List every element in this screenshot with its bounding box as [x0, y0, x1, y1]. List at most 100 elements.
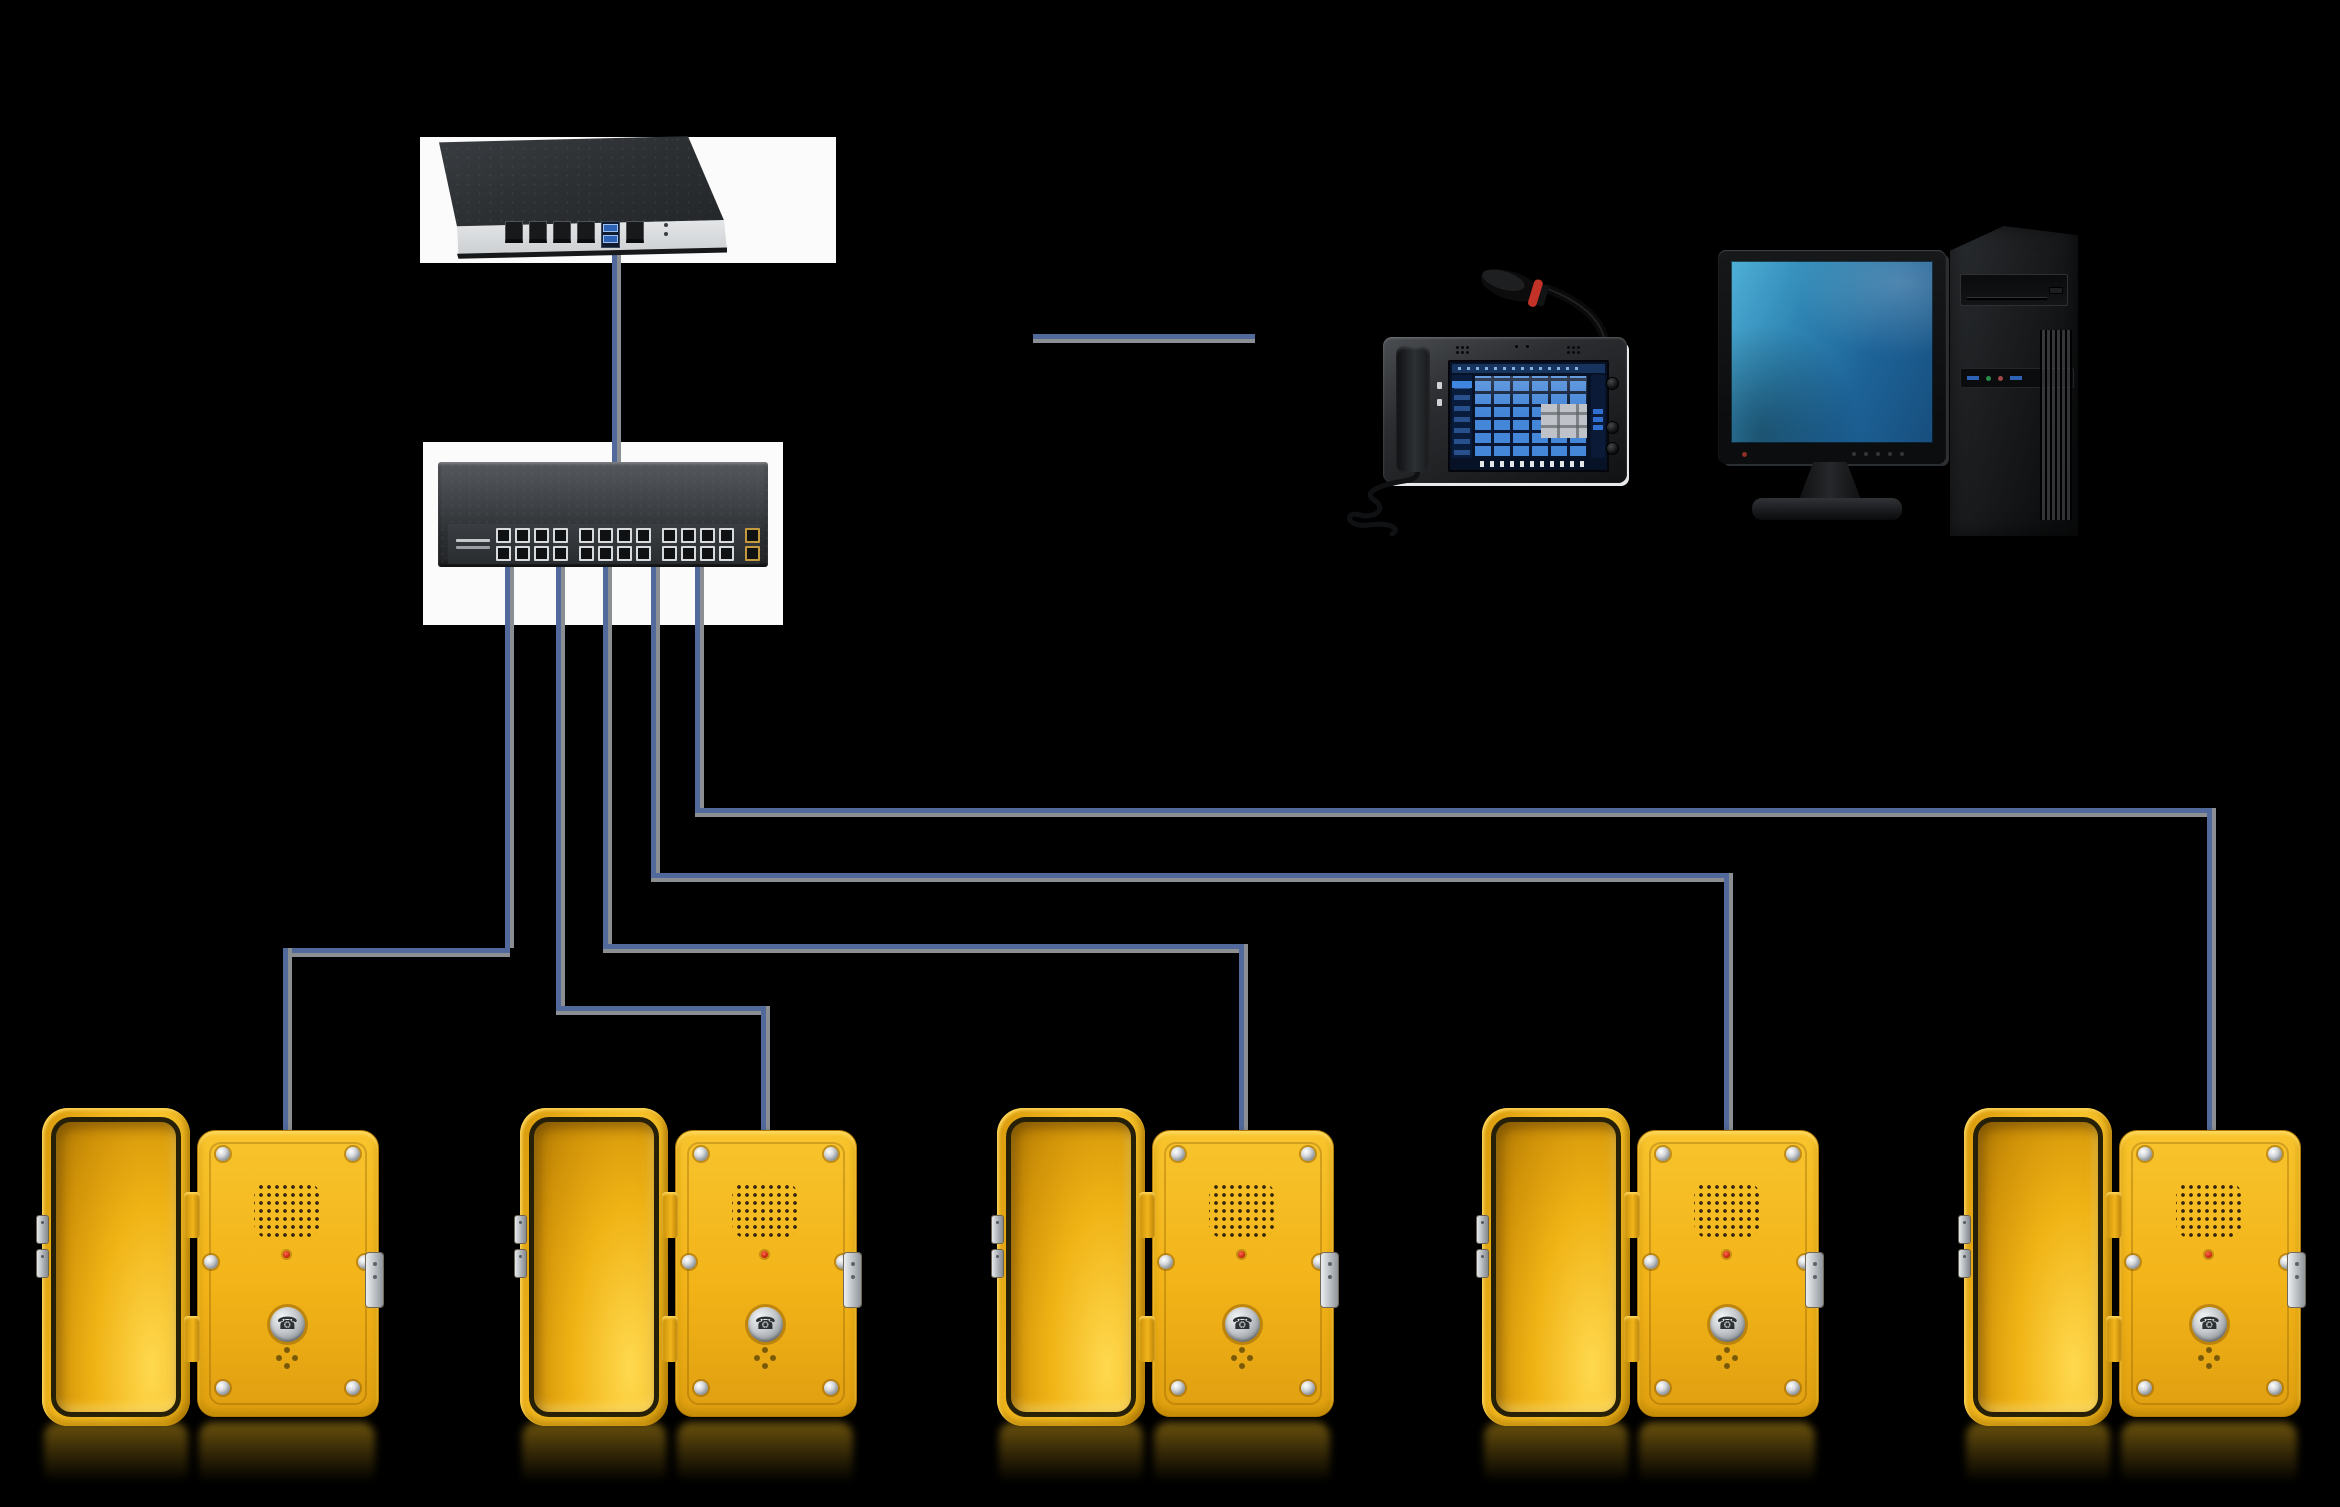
cover-latch-plate: [37, 1250, 48, 1277]
cover-latch-plate: [1477, 1216, 1488, 1243]
usb-ports-icon: [601, 221, 620, 248]
cable-switch-to-telephone-5-drop: [695, 556, 700, 808]
cable-switch-to-telephone-2-drop: [556, 556, 561, 1006]
cable-switch-to-telephone-4-drop: [651, 556, 656, 873]
tower-vent-grille: [2040, 330, 2072, 520]
weatherproof-telephone-4: ☎: [1477, 1100, 1823, 1495]
cable-switch-to-telephone-1-tail: [283, 948, 288, 1132]
screw-icon: [1301, 1381, 1315, 1395]
cover-inner-recess: [51, 1117, 181, 1417]
screw-icon: [1171, 1147, 1185, 1161]
console-camera-dots: [1514, 344, 1530, 349]
screw-icon: [1786, 1147, 1800, 1161]
cable-switch-to-telephone-4-run: [651, 873, 1729, 878]
hinge-icon: [2106, 1316, 2122, 1362]
cable-switch-to-telephone-1-run: [283, 948, 510, 953]
cover-latch: [844, 1253, 861, 1307]
speaker-grille: [732, 1181, 798, 1239]
switch-logo-marks: [448, 539, 490, 549]
screw-icon: [1656, 1381, 1670, 1395]
screen-sidebar-menu: [1452, 375, 1472, 458]
status-led: [283, 1251, 290, 1258]
cable-switch-to-telephone-4-tail: [1724, 873, 1729, 1132]
screw-icon: [694, 1381, 708, 1395]
cover-inner-recess: [1491, 1117, 1621, 1417]
telephone-open-cover: [1959, 1108, 2112, 1426]
hinge-icon: [662, 1192, 678, 1238]
cable-switch-to-telephone-3-drop: [603, 556, 608, 944]
weatherproof-telephone-2: ☎: [515, 1100, 861, 1495]
screw-icon: [1301, 1147, 1315, 1161]
cable-switch-to-telephone-5-run: [695, 808, 2212, 813]
phone-glyph-icon: ☎: [1716, 1314, 1739, 1334]
floor-reflection: [1964, 1422, 2299, 1488]
weatherproof-telephone-5: ☎: [1959, 1100, 2305, 1495]
screw-icon: [2138, 1381, 2152, 1395]
hinge-icon: [2106, 1192, 2122, 1238]
status-led: [1238, 1251, 1245, 1258]
server-top-panel: [439, 136, 724, 227]
optical-drive: [1960, 274, 2068, 306]
speaker-grille: [254, 1181, 320, 1239]
monitor-screen: [1731, 261, 1933, 443]
console-side-button: [1607, 443, 1618, 454]
monitor-buttons: [1852, 452, 1904, 456]
console-handset: [1396, 346, 1430, 472]
console-side-button: [1607, 422, 1618, 433]
screw-icon: [1171, 1381, 1185, 1395]
mounting-dots: [1724, 1355, 1730, 1361]
phone-glyph-icon: ☎: [754, 1314, 777, 1334]
phone-glyph-icon: ☎: [276, 1314, 299, 1334]
mounting-dots: [284, 1355, 290, 1361]
screw-icon: [824, 1147, 838, 1161]
screen-extension-grid: [1475, 376, 1587, 456]
screw-icon: [346, 1381, 360, 1395]
weatherproof-telephone-3: ☎: [992, 1100, 1338, 1495]
monitor-stand-neck: [1798, 462, 1862, 502]
cover-latch-plate: [515, 1216, 526, 1243]
speaker-grille: [2176, 1181, 2242, 1239]
handset-curly-cord-icon: [1347, 463, 1420, 537]
phone-glyph-icon: ☎: [1231, 1314, 1254, 1334]
lan-port-icon: [553, 221, 571, 243]
cable-server-to-switch: [612, 252, 617, 468]
floor-reflection: [1482, 1422, 1817, 1488]
call-button: ☎: [1710, 1307, 1745, 1342]
telephone-body: ☎: [1637, 1130, 1823, 1417]
server-led-icons: [664, 223, 668, 236]
cover-latch-plate: [992, 1216, 1003, 1243]
mounting-dots: [2206, 1355, 2212, 1361]
telephone-body: ☎: [197, 1130, 383, 1417]
handset-cradle-hooks: [1437, 382, 1442, 406]
console-side-button: [1607, 378, 1618, 389]
lan-port-icon: [529, 221, 547, 243]
screw-icon: [2268, 1147, 2282, 1161]
screw-icon: [2138, 1147, 2152, 1161]
call-button: ☎: [270, 1307, 305, 1342]
screw-icon: [216, 1381, 230, 1395]
server-bottom-edge: [457, 247, 727, 259]
cover-latch-plate: [992, 1250, 1003, 1277]
screw-icon: [204, 1255, 218, 1269]
cover-inner-recess: [1006, 1117, 1136, 1417]
hinge-icon: [662, 1316, 678, 1362]
telephone-body: ☎: [1152, 1130, 1338, 1417]
monitor-stand-base: [1752, 498, 1902, 520]
screw-icon: [216, 1147, 230, 1161]
screw-icon: [346, 1147, 360, 1161]
status-led: [2205, 1251, 2212, 1258]
cover-latch: [366, 1253, 383, 1307]
status-led: [761, 1251, 768, 1258]
console-port-icon: [626, 221, 644, 243]
telephone-open-cover: [515, 1108, 668, 1426]
hinge-icon: [1624, 1192, 1640, 1238]
call-button: ☎: [748, 1307, 783, 1342]
server-port-row: [505, 221, 668, 248]
telephone-open-cover: [1477, 1108, 1630, 1426]
floor-reflection: [997, 1422, 1332, 1488]
console-touchscreen: [1448, 360, 1609, 472]
mounting-dots: [1239, 1355, 1245, 1361]
screw-icon: [1644, 1255, 1658, 1269]
cable-switch-to-telephone-3-tail: [1239, 944, 1244, 1132]
